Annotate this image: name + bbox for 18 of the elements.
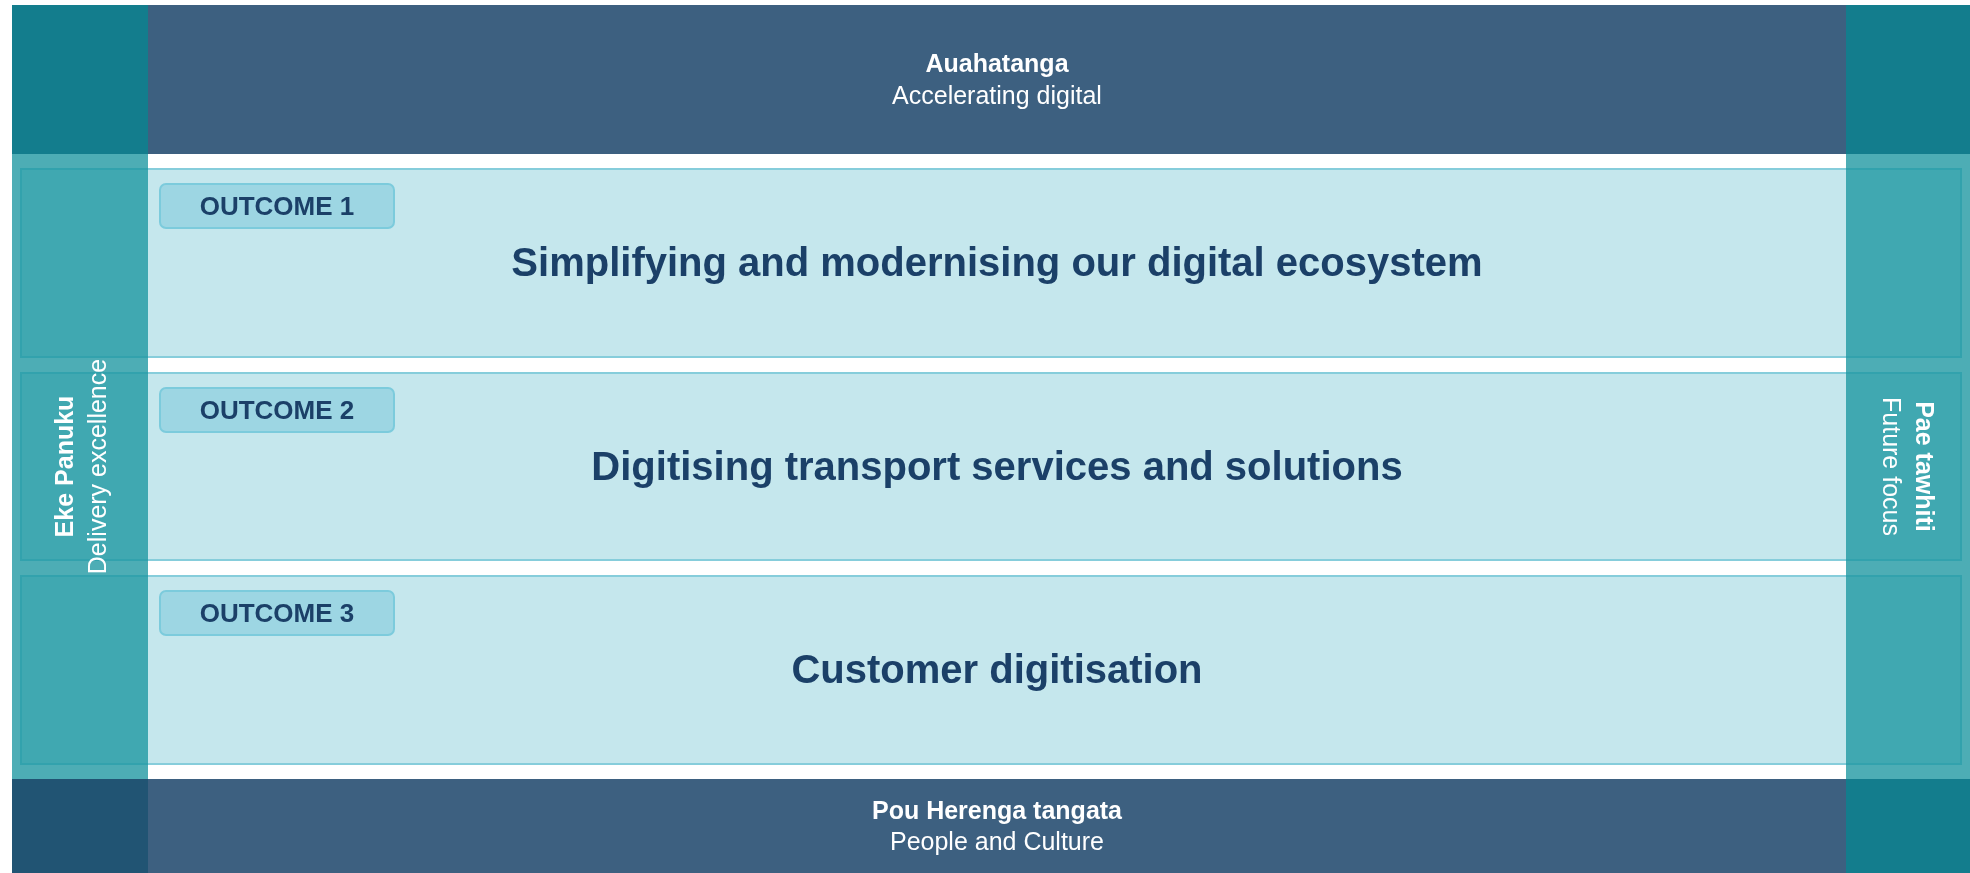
outcome-title: Digitising transport services and solutions [590,444,1404,489]
side-column [1846,154,1970,779]
outcome-badge: OUTCOME 2 [159,387,395,433]
column-title: Eke Panuku [48,394,79,540]
outcome-title: Simplifying and modernising our digital ecosystem [510,240,1484,285]
band-subtitle: People and Culture [889,826,1104,857]
column-subtitle: Future focus [1877,397,1907,536]
outcome-badge: OUTCOME 3 [159,590,395,636]
side-column [12,154,148,779]
footer-band [148,779,1846,873]
header-band [148,5,1846,154]
band-title: Auahatanga [925,48,1069,80]
band-title: Pou Herenga tangata [871,794,1123,826]
column-title: Pae tawhiti [1909,400,1940,534]
band-subtitle: Accelerating digital [892,79,1102,111]
column-subtitle: Delivery excellence [81,358,112,575]
outcome-badge: OUTCOME 1 [159,183,395,229]
outcome-title: Customer digitisation [790,647,1204,692]
